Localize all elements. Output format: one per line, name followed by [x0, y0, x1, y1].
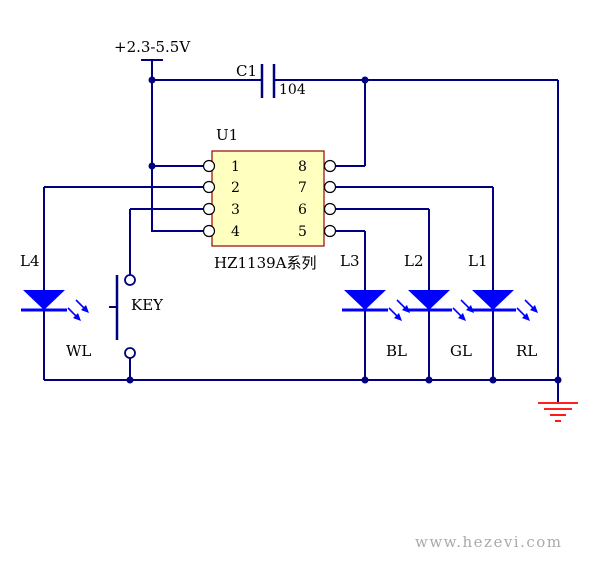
led-ref: L2 — [404, 252, 424, 270]
led-color-label: RL — [516, 342, 537, 360]
chip-u1: U1 1 2 3 4 8 7 6 5 HZ1139A系列 — [202, 126, 337, 272]
pin-5-number: 5 — [298, 224, 307, 240]
wire-network — [43, 59, 559, 402]
led-color-label: GL — [450, 342, 472, 360]
pin-6-terminal — [323, 202, 337, 216]
pin-6-number: 6 — [298, 202, 307, 218]
junction-dot — [361, 76, 369, 84]
pin-8-terminal — [323, 159, 337, 173]
supply-label: +2.3-5.5V — [114, 38, 191, 56]
led-triangle-icon — [472, 290, 514, 310]
key-top-contact — [124, 274, 136, 286]
led-color-label: WL — [66, 342, 91, 360]
junction-dot — [148, 162, 156, 170]
chip-body — [211, 150, 325, 247]
capacitor-ref: C1 — [236, 62, 257, 80]
led-l4: L4 WL — [20, 252, 91, 360]
pin-1-terminal — [202, 159, 216, 173]
ground-icon — [538, 402, 578, 422]
led-ref: L1 — [468, 252, 488, 270]
led-ref: L3 — [340, 252, 360, 270]
led-l3: L3 BL — [340, 252, 411, 360]
chip-ref: U1 — [216, 126, 238, 144]
pin-3-terminal — [202, 202, 216, 216]
junction-dots — [126, 76, 562, 384]
pin-4-number: 4 — [231, 224, 240, 240]
led-color-label: BL — [386, 342, 407, 360]
pin-7-terminal — [323, 180, 337, 194]
pin-2-terminal — [202, 180, 216, 194]
key-bottom-contact — [124, 347, 136, 359]
led-triangle-icon — [23, 290, 65, 310]
led-triangle-icon — [344, 290, 386, 310]
junction-dot — [554, 376, 562, 384]
led-triangle-icon — [408, 290, 450, 310]
junction-dot — [361, 376, 369, 384]
pin-2-number: 2 — [231, 180, 240, 196]
pin-7-number: 7 — [298, 180, 307, 196]
pin-4-terminal — [202, 224, 216, 238]
pin-1-number: 1 — [231, 159, 240, 175]
key-label: KEY — [131, 296, 164, 314]
chip-part-number: HZ1139A系列 — [214, 254, 317, 272]
watermark: www.hezevi.com — [415, 533, 563, 551]
led-l1: L1 RL — [468, 252, 539, 360]
junction-dot — [489, 376, 497, 384]
capacitor-value: 104 — [279, 82, 306, 98]
pin-8-number: 8 — [298, 159, 307, 175]
led-l2: L2 GL — [404, 252, 475, 360]
led-ref: L4 — [20, 252, 40, 270]
capacitor-c1: C1 104 — [236, 62, 306, 98]
junction-dot — [148, 76, 156, 84]
pin-5-terminal — [323, 224, 337, 238]
push-button-key: KEY — [109, 274, 164, 359]
junction-dot — [126, 376, 134, 384]
junction-dot — [425, 376, 433, 384]
pin-3-number: 3 — [231, 202, 240, 218]
